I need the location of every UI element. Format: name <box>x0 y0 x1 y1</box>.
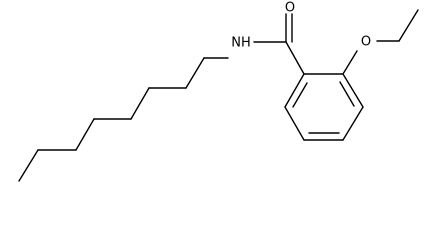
chain-bond-5 <box>130 87 150 120</box>
ring-inner-bond-c <box>292 82 308 108</box>
ether-oxygen-label: O <box>361 35 371 50</box>
octyl-chain <box>18 57 229 182</box>
chain-bond-7 <box>185 57 205 89</box>
ring-bond-2 <box>342 73 364 108</box>
ring-inner-bond-a <box>339 81 355 107</box>
ethoxy-group <box>342 9 419 75</box>
ring-bond-5 <box>284 106 305 141</box>
ch2-to-ch3-bond <box>398 9 419 42</box>
ring-bond-3 <box>342 106 364 141</box>
chain-bond-1 <box>18 149 39 182</box>
benzene-ring <box>284 73 364 141</box>
chain-bond-3 <box>75 118 95 151</box>
ring-bond-6 <box>284 73 305 108</box>
amide-nitrogen-label: NH <box>231 36 251 51</box>
carbonyl-to-ring-bond <box>285 41 305 75</box>
chemical-structure: O NH O <box>18 1 419 182</box>
ring-to-o-bond <box>342 50 358 75</box>
amide-group <box>253 13 305 75</box>
carbonyl-oxygen-label: O <box>285 1 295 16</box>
